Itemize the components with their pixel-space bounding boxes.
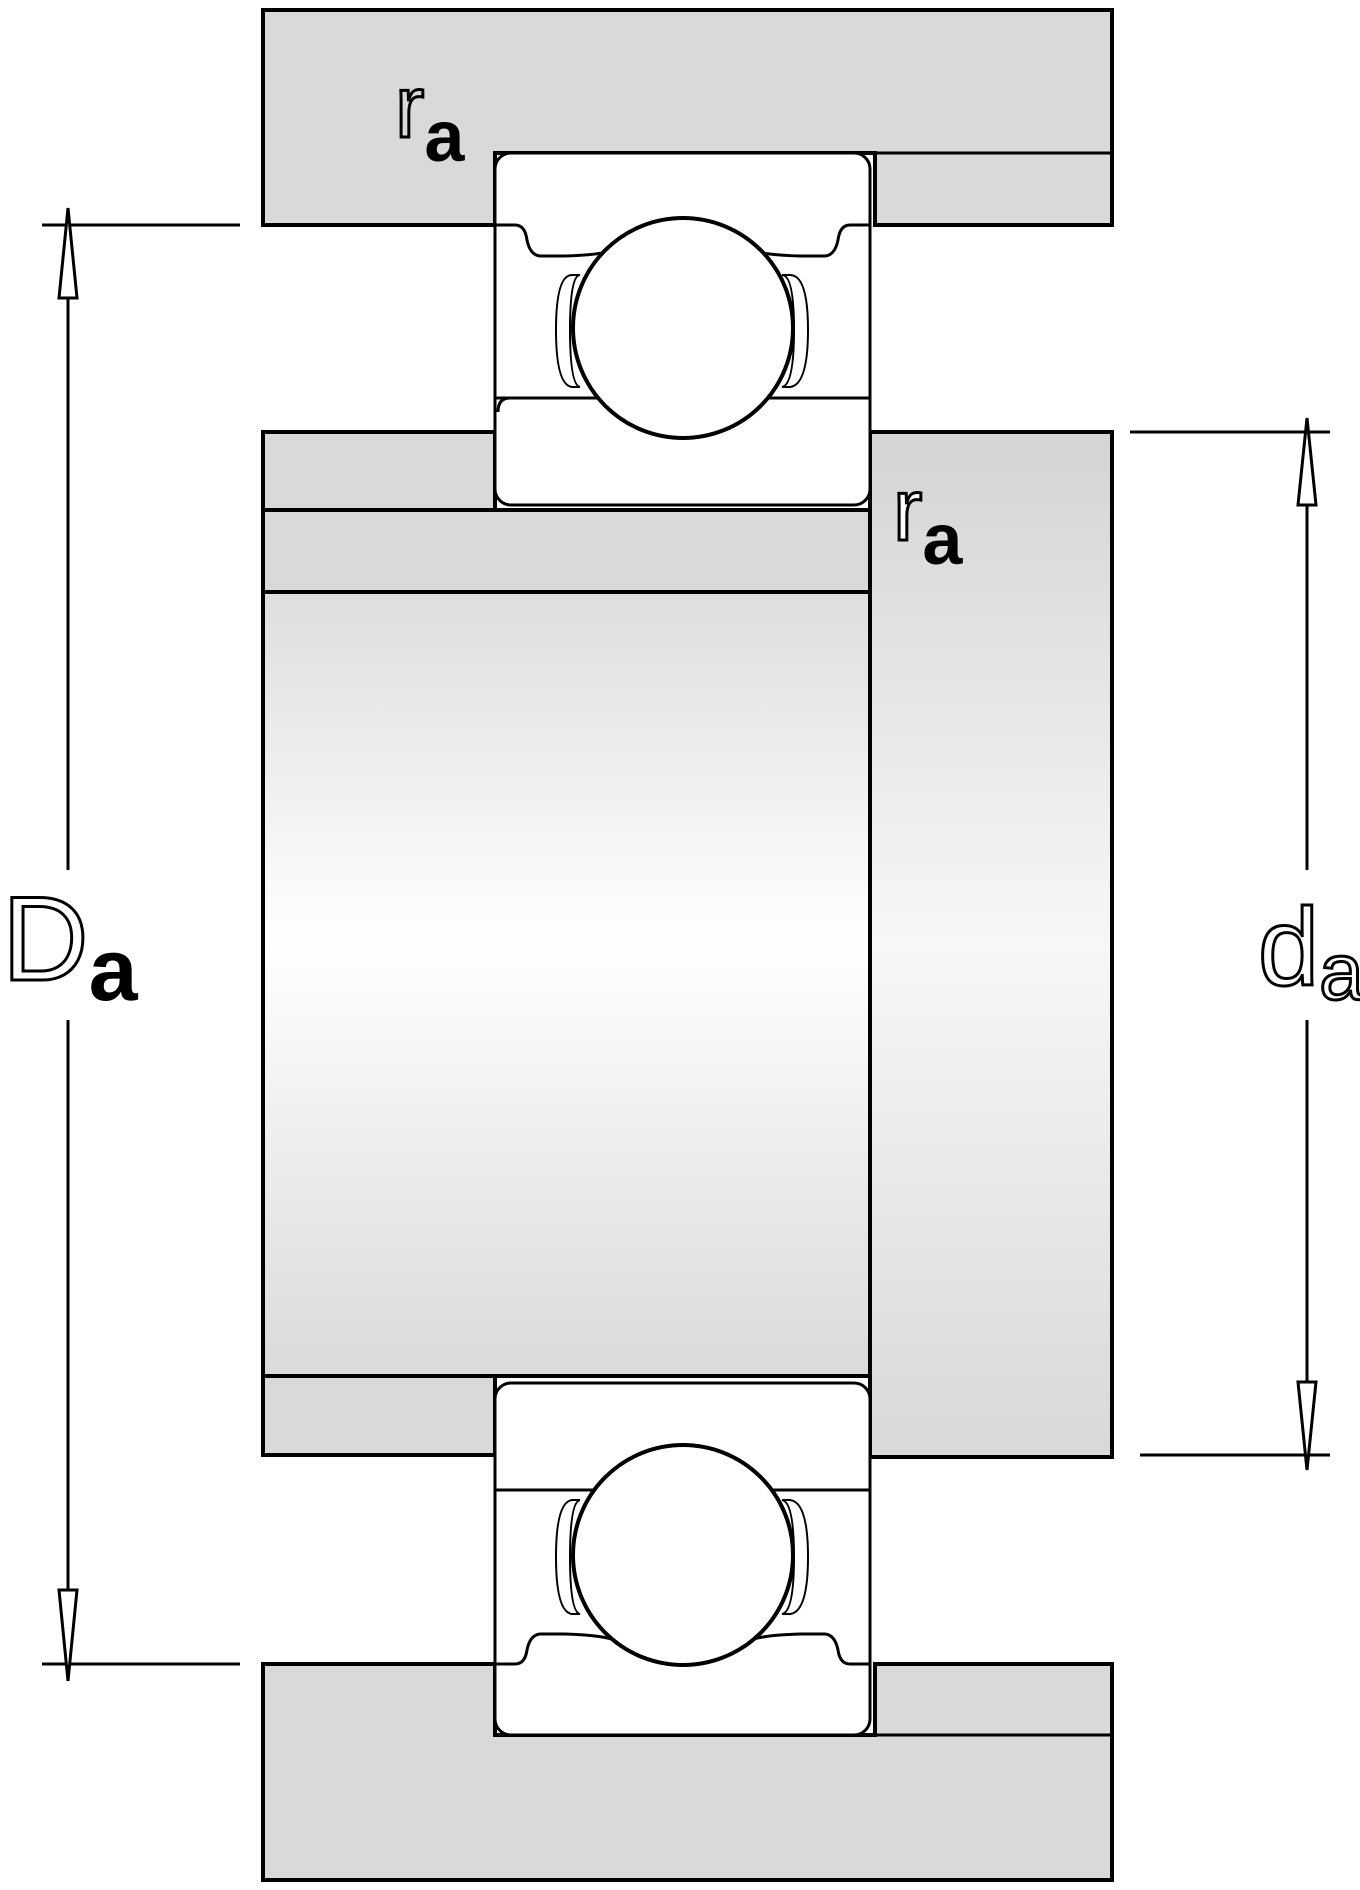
bearing-upper [493,151,872,507]
dimension-Da [42,207,240,1682]
Da-arrow-top [57,207,79,300]
bearing-upper-cage-left [554,274,581,388]
shaft-collar-upper [261,430,497,512]
shaft-right-section [868,430,1114,1459]
shaft-body [261,508,872,1378]
label-ra-upper: ra [395,57,465,177]
shaft-collar-lower [261,1374,497,1457]
label-da: da [1258,886,1360,1016]
label-ra-lower: ra [893,460,963,580]
da-arrow-top [1296,417,1318,507]
bearing-upper-ball [571,216,795,440]
da-arrow-bottom [1296,1380,1318,1471]
bearing-lower-outer-ring-groove [495,1632,870,1666]
bearing-upper-cage-right [781,274,810,388]
Da-arrow-bottom [57,1588,79,1682]
bearing-upper-outer-ring-groove [495,223,870,258]
bearing-lower-cage-right [781,1499,810,1615]
shaft-shoulder-band-upper [261,508,872,594]
bearing-lower [493,1381,872,1737]
bearing-lower-cage-left [554,1499,581,1615]
label-Da: Da [2,872,139,1019]
bearing-lower-ball [571,1443,795,1667]
dimension-da [1130,417,1330,1471]
